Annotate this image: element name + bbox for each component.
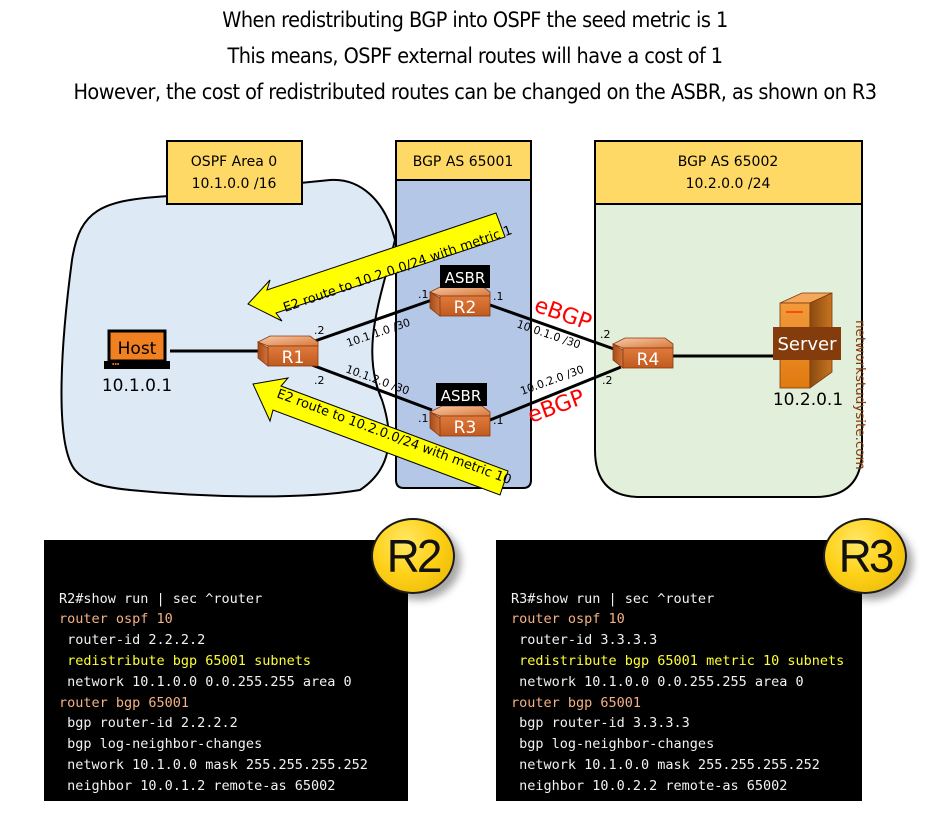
ip-r4-r3-side: .2 (602, 374, 613, 387)
arrow-upper-shape (247, 212, 506, 322)
router-front (267, 345, 319, 367)
asbr-tag-r3-bg (436, 383, 487, 406)
zone-bgp-65002-line2: 10.2.0.0 /24 (686, 176, 771, 192)
zone-bgp-65002-header (594, 140, 863, 205)
config-line: neighbor 10.0.1.2 remote-as 65002 (59, 777, 336, 794)
links (170, 298, 778, 422)
zone-bgp-65001-label: BGP AS 65001 (413, 154, 514, 170)
router-r1: R1 (257, 335, 319, 368)
ip-r1-r3-side: .2 (314, 374, 325, 387)
link-r1-r2 (311, 298, 433, 344)
title-line-3: However, the cost of redistributed route… (73, 80, 877, 104)
config-line: bgp router-id 2.2.2.2 (59, 715, 238, 732)
ip-r3-r1-side: .1 (418, 412, 429, 425)
server-label: Server (777, 334, 837, 355)
ebgp-labels: eBGP eBGP (525, 293, 595, 429)
zone-bgp-as-65002: BGP AS 65002 10.2.0.0 /24 (594, 140, 863, 498)
badge-r3: R3 (823, 518, 907, 594)
laptop-dots-icon: ••• (112, 362, 120, 369)
router-label: R1 (282, 348, 305, 368)
zone-ospf-area-0: OSPF Area 0 10.1.0.0 /16 (60, 140, 397, 498)
config-line: R3#show run | sec ^router (511, 590, 715, 607)
router-label: R3 (454, 418, 477, 438)
arrow-lower-shape (252, 377, 509, 496)
router-top (612, 337, 674, 349)
config-line: network 10.1.0.0 mask 255.255.255.252 (511, 756, 820, 773)
router-top (257, 335, 319, 347)
router-r2: R2 (429, 285, 491, 318)
config-line: bgp log-neighbor-changes (511, 736, 715, 753)
asbr-tag-r2-label: ASBR (445, 269, 486, 287)
asbr-tag-r2-bg (440, 265, 490, 288)
zone-bgp-65001-header (395, 140, 532, 181)
server-label-bg (773, 327, 841, 360)
config-line: router bgp 65001 (511, 694, 642, 711)
watermark: networkstudysite.com (852, 320, 868, 470)
host-ip: 10.1.0.1 (102, 376, 172, 396)
config-line: router ospf 10 (59, 611, 173, 628)
title-line-2: This means, OSPF external routes will ha… (227, 44, 723, 68)
router-label: R2 (454, 298, 477, 318)
config-line: redistribute bgp 65001 metric 10 subnets (511, 652, 845, 669)
host-device: ••• Host 10.1.0.1 (102, 329, 172, 396)
config-line: network 10.1.0.0 0.0.255.255 area 0 (511, 673, 804, 690)
config-line: network 10.1.0.0 0.0.255.255 area 0 (59, 673, 352, 690)
badge-r2: R2 (371, 518, 455, 594)
config-line: R2#show run | sec ^router (59, 590, 263, 607)
link-r2-r4 (489, 303, 615, 351)
asbr-tag-r3-label: ASBR (441, 387, 482, 405)
router-front (439, 295, 491, 317)
router-r4: R4 (612, 337, 674, 370)
config-line: bgp log-neighbor-changes (59, 736, 263, 753)
router-label: R4 (637, 350, 660, 370)
laptop-base-icon (104, 361, 170, 369)
config-line: neighbor 10.0.2.2 remote-as 65002 (511, 777, 788, 794)
router-top (429, 405, 491, 417)
zone-bgp-65002-body (594, 140, 863, 498)
server-device: Server 10.2.0.1 (773, 292, 843, 410)
asbr-tag-r3: ASBR (436, 383, 487, 406)
ip-r4-r2-side: .2 (600, 328, 611, 341)
config-line: router-id 2.2.2.2 (59, 632, 206, 649)
zone-ospf-line1: OSPF Area 0 (191, 154, 277, 170)
router-front (622, 347, 674, 369)
config-line: router bgp 65001 (59, 694, 190, 711)
asbr-tag-r2: ASBR (440, 265, 490, 288)
host-label: Host (118, 339, 157, 359)
title-line-1: When redistributing BGP into OSPF the se… (222, 8, 728, 32)
router-front (439, 415, 491, 437)
zone-ospf-header (166, 140, 303, 205)
ip-r2-r1-side: .1 (418, 288, 429, 301)
server-ip: 10.2.0.1 (773, 390, 843, 410)
config-line: bgp router-id 3.3.3.3 (511, 715, 690, 732)
link-r3-r4 (489, 365, 622, 422)
config-line: router-id 3.3.3.3 (511, 632, 658, 649)
config-line: network 10.1.0.0 mask 255.255.255.252 (59, 756, 368, 773)
config-line: redistribute bgp 65001 subnets (59, 652, 311, 669)
ip-r1-r2-side: .2 (314, 324, 325, 337)
ip-r2-r4-side: .1 (493, 290, 504, 303)
zone-bgp-65002-line1: BGP AS 65002 (678, 154, 779, 170)
ip-r3-r4-side: .1 (493, 414, 504, 427)
config-line: router ospf 10 (511, 611, 625, 628)
router-r3: R3 (429, 405, 491, 438)
link-r1-r3 (311, 363, 433, 412)
zone-ospf-line2: 10.1.0.0 /16 (192, 176, 277, 192)
